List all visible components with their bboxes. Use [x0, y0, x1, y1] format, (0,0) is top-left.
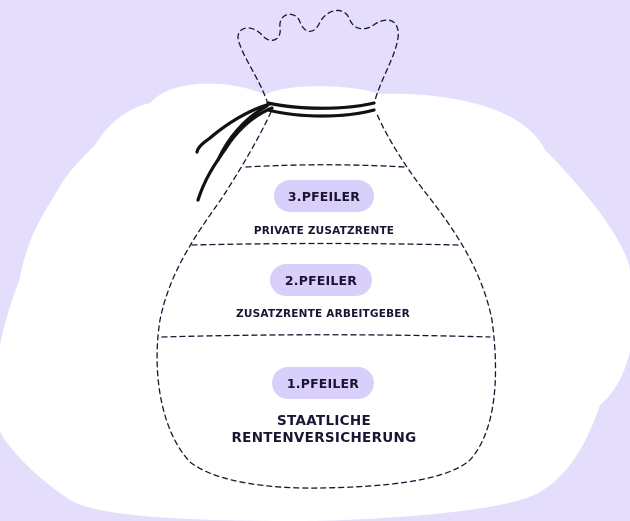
pillar-3: 3.PFEILER PRIVATE ZUSATZRENTE: [254, 180, 394, 237]
pillar-1: 1.PFEILER STAATLICHE RENTENVERSICHERUNG: [231, 367, 416, 446]
pillar-3-description: PRIVATE ZUSATZRENTE: [254, 225, 394, 237]
bag-body: [156, 111, 497, 489]
pillar-1-description-line-2: RENTENVERSICHERUNG: [231, 430, 416, 446]
pillar-2-badge: [270, 264, 372, 296]
divider-top: [245, 164, 406, 168]
pillar-1-description-line-1: STAATLICHE: [277, 413, 371, 429]
bag-top-ruffle: [237, 9, 399, 105]
divider-bottom: [161, 334, 491, 338]
bag-cord: [195, 101, 376, 202]
pillar-3-badge-label: 3.PFEILER: [288, 189, 360, 204]
pillar-2: 2.PFEILER ZUSATZRENTE ARBEITGEBER: [236, 264, 410, 320]
pillar-2-badge-label: 2.PFEILER: [285, 273, 357, 288]
cloud-shape: [0, 83, 630, 521]
money-bag: [156, 9, 497, 489]
pillar-3-badge: [274, 180, 374, 212]
pillar-1-badge-label: 1.PFEILER: [287, 376, 359, 391]
pillar-2-description: ZUSATZRENTE ARBEITGEBER: [236, 308, 410, 320]
pillar-1-badge: [272, 367, 374, 399]
